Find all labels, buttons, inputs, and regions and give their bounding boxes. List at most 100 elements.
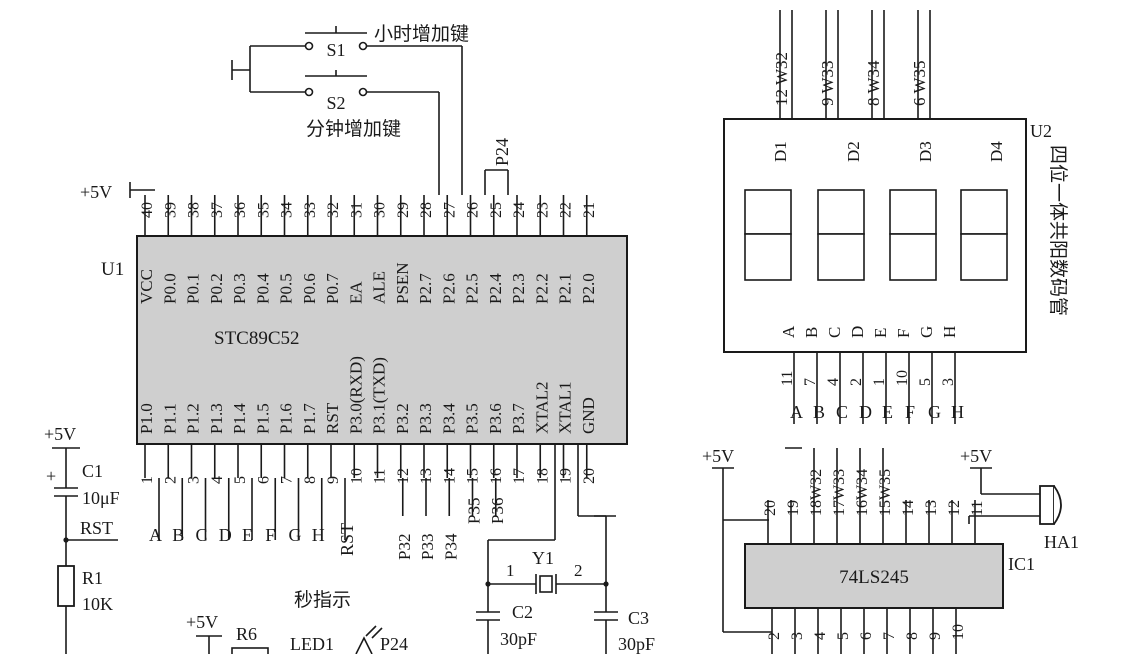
u1-bottom-pin-number: 20 (581, 468, 598, 484)
u2-digit-label: D1 (771, 141, 790, 162)
r1-value: 10K (82, 594, 113, 614)
u1-net-label-B: B (172, 525, 184, 545)
u1-bottom-pin-number: 2 (162, 476, 179, 484)
ic1-bottom-pin-label: 4 (812, 632, 829, 640)
u1-top-pin-number: 21 (581, 202, 598, 218)
u1-top-pin-name: EA (346, 281, 365, 304)
u2-seg-net-label: D (859, 402, 872, 422)
u2-digit-top-segment (817, 189, 865, 235)
u1-top-pin-name: P0.4 (253, 273, 272, 304)
u1-bottom-pin-number: 18 (534, 468, 551, 484)
u2-top-pin-label: 6 W35 (910, 61, 929, 107)
u1-bottom-pin-number: 19 (558, 468, 575, 484)
y1-label: Y1 (532, 548, 554, 568)
s2-label: S2 (326, 93, 345, 113)
u1-bottom-pin-name: P1.1 (160, 403, 179, 434)
u1-top-pin-number: 40 (139, 202, 156, 218)
u2-digit-top-segment (744, 189, 792, 235)
switch-s1: S1 小时增加键 (250, 23, 469, 195)
buzzer-ha1: HA1 (1039, 485, 1079, 552)
c3-ref: C3 (628, 608, 649, 628)
u2-seg-pin-number: 4 (825, 378, 842, 386)
u1-top-pin-number: 33 (302, 202, 319, 218)
u1-top-pin-number: 35 (255, 202, 272, 218)
switch-s2: S2 分钟增加键 (250, 70, 440, 195)
u1-top-pin-name: ALE (370, 271, 389, 304)
s1-caption: 小时增加键 (374, 23, 469, 45)
u1-bottom-pin-number: 8 (302, 476, 319, 484)
ic1-bottom-pin-label: 9 (927, 632, 944, 640)
ic1-bottom-pin-label: 8 (904, 632, 921, 640)
u1-bottom-pin-name: P1.7 (300, 403, 319, 434)
u1-top-pin-name: P2.4 (486, 273, 505, 304)
y1-pin1: 1 (506, 561, 515, 580)
u1-top-pin-number: 27 (441, 202, 458, 218)
u1-top-pin-name: P2.0 (579, 273, 598, 304)
ic1-bottom-pin-label: 6 (858, 632, 875, 640)
ic1-top-pin-label: 19 (785, 500, 802, 516)
u2-digit-bottom-segment (817, 233, 865, 281)
u2-digit-label: D4 (987, 141, 1006, 162)
u2-digit-label: D3 (916, 141, 935, 162)
u2-digit-label: D2 (844, 141, 863, 162)
u1-bottom-pin-number: 4 (209, 476, 226, 484)
u1-p24-label: P24 (492, 138, 512, 166)
u1-top-pin-name: P0.5 (277, 273, 296, 304)
u2-seg-name: D (848, 326, 867, 338)
led-vcc-label: +5V (186, 612, 218, 632)
u1-bottom-pin-name: P1.6 (277, 403, 296, 434)
u1-top-pin-name: P0.2 (207, 273, 226, 304)
u1-bottom-pin-name: P3.4 (439, 403, 458, 434)
u2-seg-name: E (871, 328, 890, 338)
ic1-vcc-right: +5V (960, 446, 1040, 524)
c2-ref: C2 (512, 602, 533, 622)
c3-value: 30pF (618, 634, 655, 654)
led-circuit: 秒指示 +5V R6 LED1 P24 (186, 589, 408, 654)
u1-bottom-pin-number: 7 (279, 476, 296, 484)
u1-net-label-C: C (196, 525, 208, 545)
u1-net-label-F: F (265, 525, 275, 545)
u1-top-pin-name: P2.7 (416, 273, 435, 304)
u2-seg-name: G (917, 326, 936, 338)
u2-top-pin-label: 9 W33 (818, 61, 837, 107)
reset-vcc-label: +5V (44, 424, 76, 444)
u1-bottom-pin-name: P3.5 (463, 403, 482, 434)
u1-bottom-pin-name: P3.3 (416, 403, 435, 434)
u1-net-label-rst: RST (337, 523, 357, 556)
crystal-circuit: Y1 1 2 C2 30pF C3 30pF (476, 444, 655, 654)
ic1-top-pin-label: 18W32 (808, 469, 825, 516)
u1-top-pin-name: P2.2 (532, 273, 551, 304)
c1-ref: C1 (82, 461, 103, 481)
u1-top-pins: 40VCC39P0.038P0.137P0.236P0.335P0.434P0.… (137, 195, 598, 304)
u1-vcc-label: +5V (80, 182, 112, 202)
u2-seg-pin-number: 1 (871, 378, 888, 386)
u2-seg-name: C (825, 327, 844, 338)
u1-bottom-pin-number: 1 (139, 476, 156, 484)
u1-top-pin-name: P2.3 (509, 273, 528, 304)
u1-bottom-pin-number: 14 (441, 468, 458, 484)
u1-top-pin-number: 38 (186, 202, 203, 218)
u1-p3-label: P35 (465, 498, 484, 524)
u2-seg-pin-number: 11 (779, 371, 796, 386)
u1-net-label-G: G (289, 525, 302, 545)
u2-seg-net-label: A (790, 402, 803, 422)
u1-bottom-pin-number: 12 (395, 468, 412, 484)
u1-net-label-E: E (242, 525, 253, 545)
u1-net-label-D: D (219, 525, 232, 545)
u1-net-label-A: A (149, 525, 162, 545)
u2-top-pin-label: 12 W32 (772, 52, 791, 106)
u1-top-pin-number: 26 (465, 202, 482, 218)
u1-p3-label: P36 (488, 498, 507, 524)
u1-bottom-pin-name: P1.3 (207, 403, 226, 434)
u2-seg-name: B (802, 327, 821, 338)
u1-top-pin-number: 25 (488, 202, 505, 218)
ground-symbol (231, 46, 251, 92)
u2-description: 四位一体共阳数码管 (1047, 145, 1069, 316)
u1-top-pin-name: P2.5 (463, 273, 482, 304)
s2-caption: 分钟增加键 (306, 118, 401, 140)
u1-p3-label: P34 (441, 533, 460, 560)
u1-bottom-pin-name: RST (323, 402, 342, 434)
